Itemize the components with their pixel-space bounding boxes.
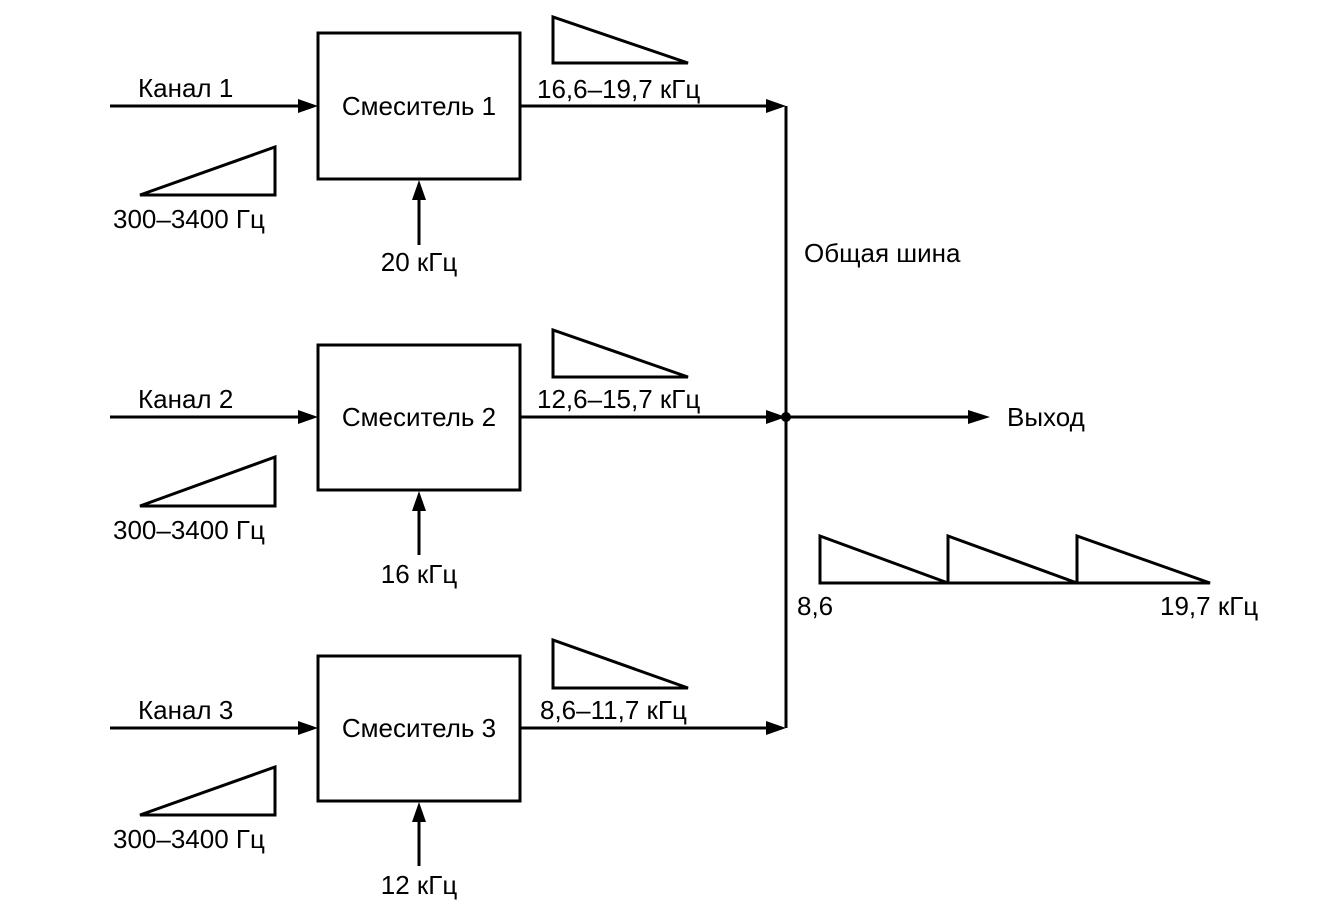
mixer-2-box [316,343,522,492]
mixer-1-label: Смеситель 1 [342,91,496,121]
mixer-3-label: Смеситель 3 [342,713,496,743]
channel-1-input-spectrum-triangle [139,144,277,197]
output-spectrum-low-label: 8,6 [797,591,833,621]
common-bus-label: Общая шина [804,238,961,268]
channel-3-group: Канал 3 300–3400 Гц Смеситель 3 12 кГц 8… [110,637,786,900]
mixer-2-output-arrowhead [766,410,786,424]
channel-3-label: Канал 3 [138,695,233,725]
mixer-2-output-band-label: 12,6–15,7 кГц [537,384,700,414]
channel-3-input-arrowhead [298,721,318,735]
mixer-1-output-band-label: 16,6–19,7 кГц [537,74,700,104]
mixer-3-carrier-label: 12 кГц [381,870,458,900]
output-spectrum-triangle-1 [818,533,949,585]
channel-2-input-arrowhead [298,410,318,424]
channel-2-group: Канал 2 300–3400 Гц Смеситель 2 16 кГц 1… [110,327,786,589]
channel-1-input-arrowhead [298,99,318,113]
output-label: Выход [1007,402,1085,432]
mixer-1-output-arrowhead [766,99,786,113]
channel-1-group: Канал 1 300–3400 Гц Смеситель 1 20 кГц 1… [110,14,786,277]
channel-2-input-band-label: 300–3400 Гц [113,515,265,545]
mixer-3-output-band-label: 8,6–11,7 кГц [540,695,687,725]
channel-1-input-band-label: 300–3400 Гц [113,204,265,234]
mixer-2-output-spectrum-triangle [551,327,689,379]
mixer-1-output-spectrum-triangle [551,14,689,65]
mixer-2-carrier-arrowhead [412,491,426,511]
channel-2-label: Канал 2 [138,384,233,414]
mixer-3-output-spectrum-triangle [551,637,689,690]
channel-3-input-spectrum-triangle [139,764,277,817]
output-arrowhead [968,410,990,424]
output-spectrum-group: 8,6 19,7 кГц [797,533,1258,621]
mixer-3-box [316,654,522,803]
channel-3-input-band-label: 300–3400 Гц [113,824,265,854]
channel-1-label: Канал 1 [138,73,233,103]
mixer-3-output-arrowhead [766,721,786,735]
mixer-2-label: Смеситель 2 [342,402,496,432]
mixer-1-carrier-arrowhead [412,180,426,200]
mixer-3-carrier-arrowhead [412,802,426,822]
mixer-1-carrier-label: 20 кГц [381,247,458,277]
output-group: Выход [786,402,1085,432]
output-spectrum-triangle-3 [1075,533,1211,585]
mixer-1-box [316,31,522,181]
output-spectrum-high-label: 19,7 кГц [1160,591,1258,621]
output-spectrum-triangle-2 [946,533,1078,585]
mixer-2-carrier-label: 16 кГц [381,559,458,589]
channel-2-input-spectrum-triangle [139,454,277,508]
